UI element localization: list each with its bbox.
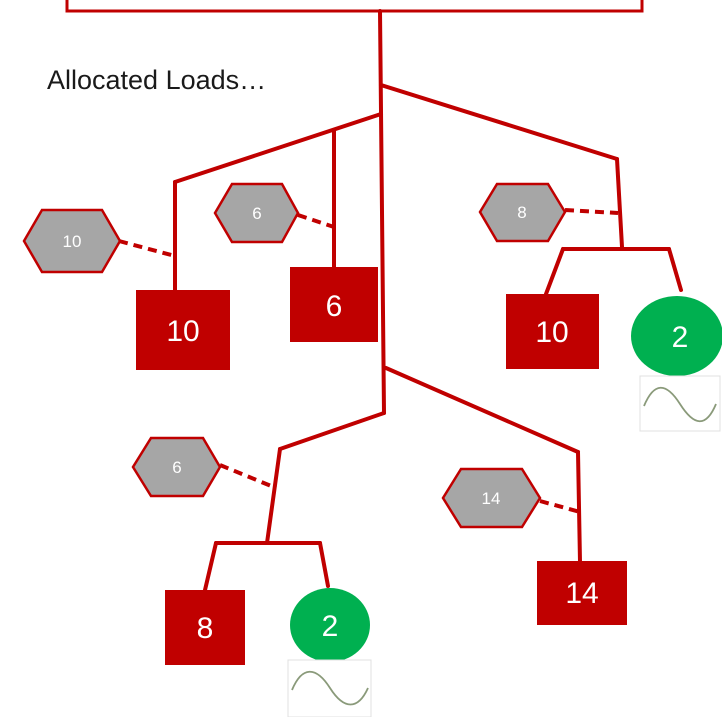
load-value: 8 (197, 612, 214, 645)
allocation-hexagon: 6 (131, 436, 222, 498)
allocation-hexagon: 6 (213, 182, 300, 244)
load-box: 14 (537, 561, 627, 625)
sine-wave-icon (639, 375, 721, 432)
load-box: 10 (506, 294, 599, 369)
load-value: 14 (565, 577, 598, 610)
load-value: 10 (535, 316, 568, 349)
allocation-links (118, 208, 619, 514)
sine-wave-icon (287, 659, 372, 717)
generator-value: 2 (672, 321, 689, 354)
allocation-hexagon: 14 (441, 467, 542, 529)
feeder-lines (173, 9, 683, 592)
allocation-hexagon: 10 (22, 208, 122, 274)
allocation-value: 14 (482, 489, 501, 508)
generator-value: 2 (322, 610, 339, 643)
load-value: 10 (166, 315, 199, 348)
allocation-value: 8 (517, 203, 526, 222)
load-value: 6 (326, 290, 343, 323)
load-box: 6 (290, 267, 378, 342)
top-feeder-box (65, 0, 644, 13)
load-box: 10 (136, 290, 230, 370)
allocation-hexagon: 8 (478, 182, 567, 243)
diagram-title: Allocated Loads… (47, 65, 266, 95)
generator-circle: 2 (631, 296, 722, 376)
generator-circle: 2 (290, 588, 370, 662)
allocation-value: 10 (63, 232, 82, 251)
load-box: 8 (165, 590, 245, 665)
allocation-value: 6 (252, 204, 261, 223)
allocation-value: 6 (172, 458, 181, 477)
